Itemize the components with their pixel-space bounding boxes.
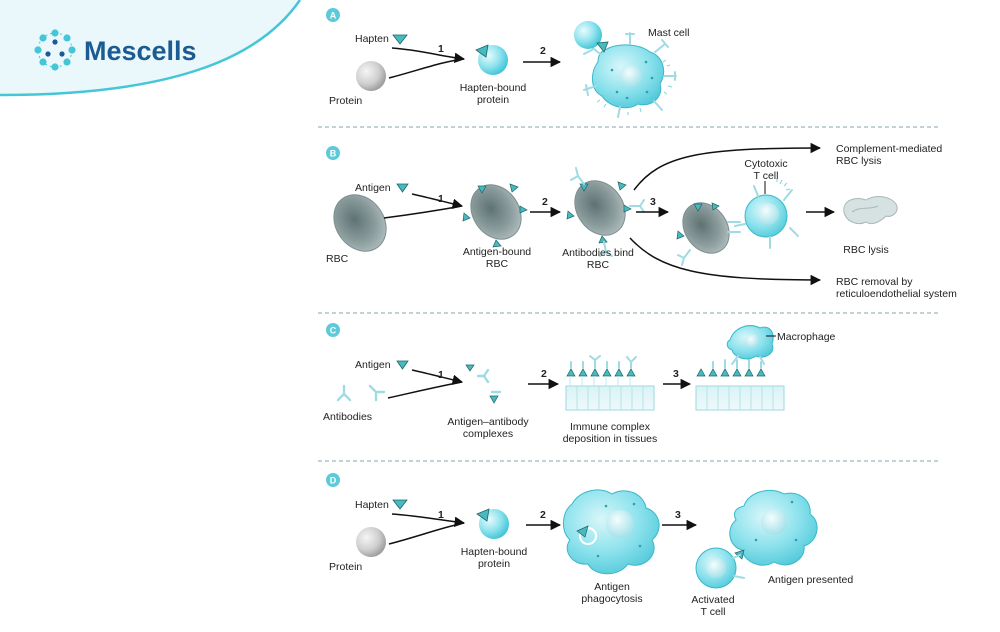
panel-b-arrow-1a: [411, 193, 464, 209]
panel-c-deposition-label-1: Immune complex: [570, 421, 651, 433]
protein-icon: [356, 61, 386, 91]
panel-b-antigen-label: Antigen: [355, 182, 391, 194]
panel-c-badge: [326, 323, 340, 337]
antigen-presenting-cell-icon: [729, 490, 818, 566]
panel-b-bound-label-1: Antigen-bound: [463, 246, 531, 258]
tcell-label-2: T cell: [754, 170, 779, 182]
panel-a-bound-label-2: protein: [477, 94, 509, 106]
panel-c: C Antigen Antibodies 1 Antigen–antibody …: [323, 323, 836, 445]
complement-label-2: RBC lysis: [836, 155, 882, 167]
panel-b-rbc-label: RBC: [326, 253, 349, 265]
cytotoxic-t-cell-icon: [734, 178, 799, 249]
panel-a-step-1: 1: [438, 43, 444, 55]
rbc-lysis-label: RBC lysis: [843, 244, 889, 256]
removal-label-2: reticuloendothelial system: [836, 288, 957, 300]
rbc-icon: [333, 194, 387, 252]
panel-d-protein-icon: [356, 527, 386, 557]
tissue-macrophage-icon: [695, 325, 785, 411]
panel-d-phago-label-1: Antigen: [594, 581, 630, 593]
panel-b-step-1: 1: [438, 193, 444, 205]
complement-label-1: Complement-mediated: [836, 143, 942, 155]
panel-b-arrow-complement: [633, 142, 822, 191]
header-swoosh: [0, 0, 302, 97]
panel-a-protein-label: Protein: [329, 95, 362, 107]
free-antibodies-icon: [336, 384, 386, 402]
antibody-coated-rbc-icon: [566, 167, 645, 257]
panel-d-arrow-1b: [388, 522, 465, 545]
panel-d-activated-label-1: Activated: [691, 594, 734, 606]
panel-d-bound-label-1: Hapten-bound: [461, 546, 528, 558]
panel-c-arrow-1b: [387, 381, 463, 399]
panel-c-antibodies-label: Antibodies: [323, 411, 372, 423]
lysed-rbc-icon: [843, 196, 898, 225]
panel-d-bound-hapten-icon: [476, 508, 490, 522]
panel-a-arrow-1a: [391, 47, 466, 64]
panel-a-step-2: 2: [540, 45, 546, 57]
mescells-logo: Mescells: [34, 29, 197, 71]
panel-d-step-1: 1: [438, 509, 444, 521]
panel-a-badge: [326, 8, 340, 22]
mast-cell-icon: [583, 32, 677, 118]
removal-label-1: RBC removal by: [836, 276, 913, 288]
panel-c-badge-text: C: [330, 326, 337, 336]
tissue-deposition-icon: [565, 355, 655, 411]
panel-b-arrow-1b: [383, 205, 463, 219]
panel-a-badge-text: A: [330, 11, 337, 21]
antigen-bound-rbc-icon: [462, 183, 528, 248]
panel-d-presented-label: Antigen presented: [768, 574, 853, 586]
antigen-antibody-complex-icon: [465, 364, 502, 404]
panel-a-hapten-on-mast-icon: [596, 41, 609, 53]
panel-d-activated-label-2: T cell: [701, 606, 726, 618]
panel-a-arrow-1b: [388, 58, 465, 79]
phagocytic-cell-icon: [563, 489, 660, 575]
panel-b-bound-label-2: RBC: [486, 258, 509, 270]
panel-a-hapten-label: Hapten: [355, 33, 389, 45]
panel-b-arrow-removal: [629, 237, 822, 286]
bound-hapten-icon: [475, 44, 489, 58]
panel-a-bound-label-1: Hapten-bound: [460, 82, 527, 94]
panel-d-phago-label-2: phagocytosis: [581, 593, 642, 605]
panel-c-antigen-label: Antigen: [355, 359, 391, 371]
rbc-with-antibody-icon: [676, 202, 741, 266]
panel-c-step-2: 2: [541, 368, 547, 380]
panel-b-step-3: 3: [650, 196, 656, 208]
panel-d-step-3: 3: [675, 509, 681, 521]
lysed-rbc-fold: [851, 205, 879, 213]
antigen-icon: [396, 183, 409, 193]
panel-c-deposition-label-2: deposition in tissues: [563, 433, 658, 445]
panel-d: D Hapten Protein 1 Hapten-bound protein …: [326, 473, 853, 618]
mescells-logo-icon: [34, 29, 76, 71]
panel-c-arrow-1a: [411, 369, 464, 385]
brand-name: Mescells: [84, 36, 197, 66]
panel-d-hapten-label: Hapten: [355, 499, 389, 511]
panel-b-antibodies-label-1: Antibodies bind: [562, 247, 634, 259]
panel-b-step-2: 2: [542, 196, 548, 208]
panel-b-antibodies-label-2: RBC: [587, 259, 610, 271]
activated-t-cell-icon: [695, 547, 745, 589]
panel-c-macrophage-label: Macrophage: [777, 331, 836, 343]
panel-d-step-2: 2: [540, 509, 546, 521]
panel-c-step-3: 3: [673, 368, 679, 380]
mast-cell-label: Mast cell: [648, 27, 689, 39]
panel-b-badge: [326, 146, 340, 160]
tcell-label-1: Cytotoxic: [744, 158, 787, 170]
panel-c-step-1: 1: [438, 369, 444, 381]
panel-d-protein-label: Protein: [329, 561, 362, 573]
panel-c-complex-label-1: Antigen–antibody: [447, 416, 529, 428]
panel-d-hapten-icon: [392, 499, 408, 510]
hapten-icon: [392, 34, 408, 45]
panel-d-bound-label-2: protein: [478, 558, 510, 570]
panel-c-complex-label-2: complexes: [463, 428, 513, 440]
panel-b-badge-text: B: [330, 149, 337, 159]
panel-c-antigen-icon: [396, 360, 409, 370]
panel-d-badge-text: D: [330, 476, 337, 486]
panel-d-arrow-1a: [391, 513, 466, 528]
panel-a-bound-protein-on-mast-icon: [574, 21, 602, 49]
panel-a: A Hapten Protein 1 Hapten-bound protein …: [326, 8, 689, 118]
panel-b: B Antigen RBC 1 Antigen-bound RBC 2 Anti…: [326, 142, 957, 300]
panel-d-badge: [326, 473, 340, 487]
